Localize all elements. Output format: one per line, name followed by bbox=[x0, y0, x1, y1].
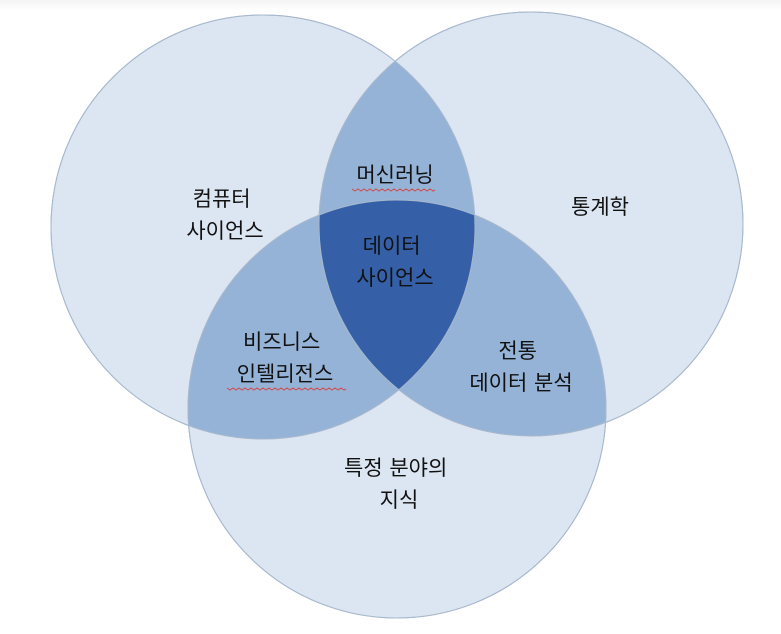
label-domain-knowledge: 특정 분야의 지식 bbox=[344, 456, 454, 512]
label-domain-knowledge-line1: 특정 분야의 bbox=[344, 456, 447, 480]
label-data-science-line2: 사이언스 bbox=[356, 266, 433, 290]
spellcheck-underline bbox=[351, 188, 436, 192]
label-computer-science-line2: 사이언스 bbox=[186, 219, 263, 243]
outline-domain-knowledge bbox=[187, 199, 607, 619]
label-business-intelligence: 비즈니스 인텔리전스 bbox=[237, 330, 334, 386]
label-traditional-analysis-line1: 전통 bbox=[498, 339, 537, 363]
label-statistics-line1: 통계학 bbox=[571, 195, 629, 219]
label-machine-learning: 머신러닝 bbox=[356, 163, 433, 187]
label-computer-science-line1: 컴퓨터 bbox=[193, 187, 251, 211]
label-data-science: 데이터 사이언스 bbox=[356, 234, 433, 290]
label-business-intelligence-line2: 인텔리전스 bbox=[237, 362, 334, 386]
label-computer-science: 컴퓨터 사이언스 bbox=[186, 187, 263, 243]
spellcheck-underline bbox=[226, 387, 347, 391]
label-traditional-analysis: 전통 데이터 분석 bbox=[469, 339, 572, 395]
label-domain-knowledge-line2: 지식 bbox=[380, 488, 419, 512]
outline-statistics bbox=[318, 11, 744, 437]
label-machine-learning-line1: 머신러닝 bbox=[356, 163, 433, 187]
label-data-science-line1: 데이터 bbox=[363, 234, 421, 258]
outline-computer-science bbox=[50, 14, 476, 440]
label-statistics: 통계학 bbox=[571, 195, 629, 219]
label-business-intelligence-line1: 비즈니스 bbox=[243, 330, 320, 354]
label-traditional-analysis-line2: 데이터 분석 bbox=[469, 371, 572, 395]
